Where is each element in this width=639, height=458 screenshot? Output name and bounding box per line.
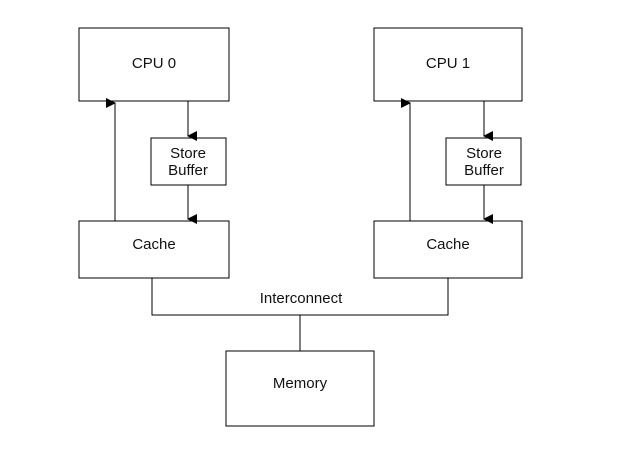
cache1-node: Cache [373, 220, 523, 279]
cpu1-label: CPU 1 [426, 55, 470, 72]
memory-label: Memory [273, 375, 328, 392]
store-buffer-1-node: Store Buffer [445, 137, 522, 186]
store-buffer-0-node: Store Buffer [150, 137, 227, 186]
memory-box [225, 350, 375, 427]
interconnect-label: Interconnect [260, 290, 343, 307]
cpu0-box [78, 27, 230, 102]
cpu0-label: CPU 0 [132, 55, 176, 72]
cache1-box [373, 220, 523, 279]
memory-node: Memory [225, 350, 375, 427]
cache0-label: Cache [132, 236, 175, 253]
store-buffer-0-line2: Buffer [168, 162, 208, 179]
store-buffer-1-box [445, 137, 522, 186]
store-buffer-1-line2: Buffer [464, 162, 504, 179]
store-buffer-0-line1: Store [170, 145, 206, 162]
cpu0-node: CPU 0 [78, 27, 230, 102]
store-buffer-1-line1: Store [466, 145, 502, 162]
cache0-box [78, 220, 230, 279]
cache0-node: Cache [78, 220, 230, 279]
cache1-label: Cache [426, 236, 469, 253]
cpu1-node: CPU 1 [373, 27, 523, 102]
cpu1-box [373, 27, 523, 102]
